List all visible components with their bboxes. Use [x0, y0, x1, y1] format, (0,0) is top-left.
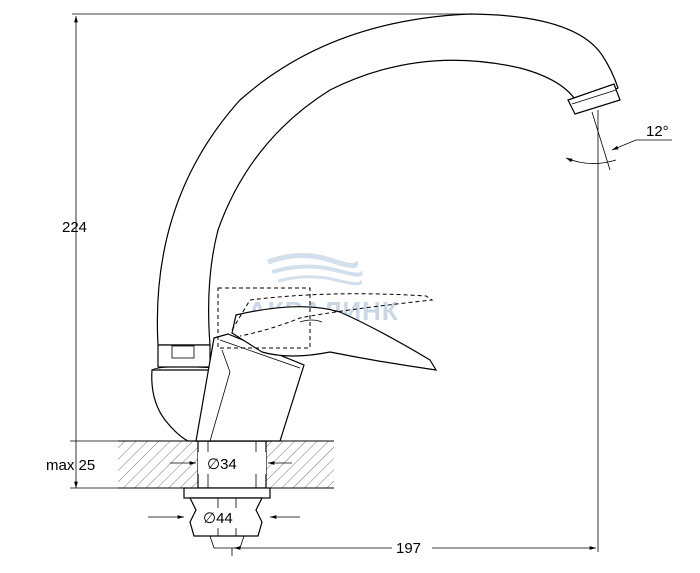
height-label: 224	[62, 219, 87, 236]
faucet-spout	[156, 13, 621, 368]
angle-dimension	[565, 111, 672, 171]
height-dimension	[72, 13, 470, 488]
reach-label: 197	[396, 540, 421, 557]
thickness-label: max 25	[46, 457, 95, 474]
reach-dimension	[231, 110, 599, 556]
angle-label: 12°	[646, 123, 669, 140]
lever-handle	[231, 306, 438, 371]
watermark-logo	[267, 252, 363, 286]
handle-cartridge	[195, 333, 305, 442]
thickness-dimension	[70, 440, 118, 489]
inner-diameter-dimension	[170, 452, 292, 474]
outer-diameter-dimension	[148, 508, 300, 528]
inner-diameter-label: ∅34	[207, 456, 237, 473]
lever-alternate-position	[217, 287, 434, 349]
outer-diameter-label: ∅44	[203, 510, 233, 527]
